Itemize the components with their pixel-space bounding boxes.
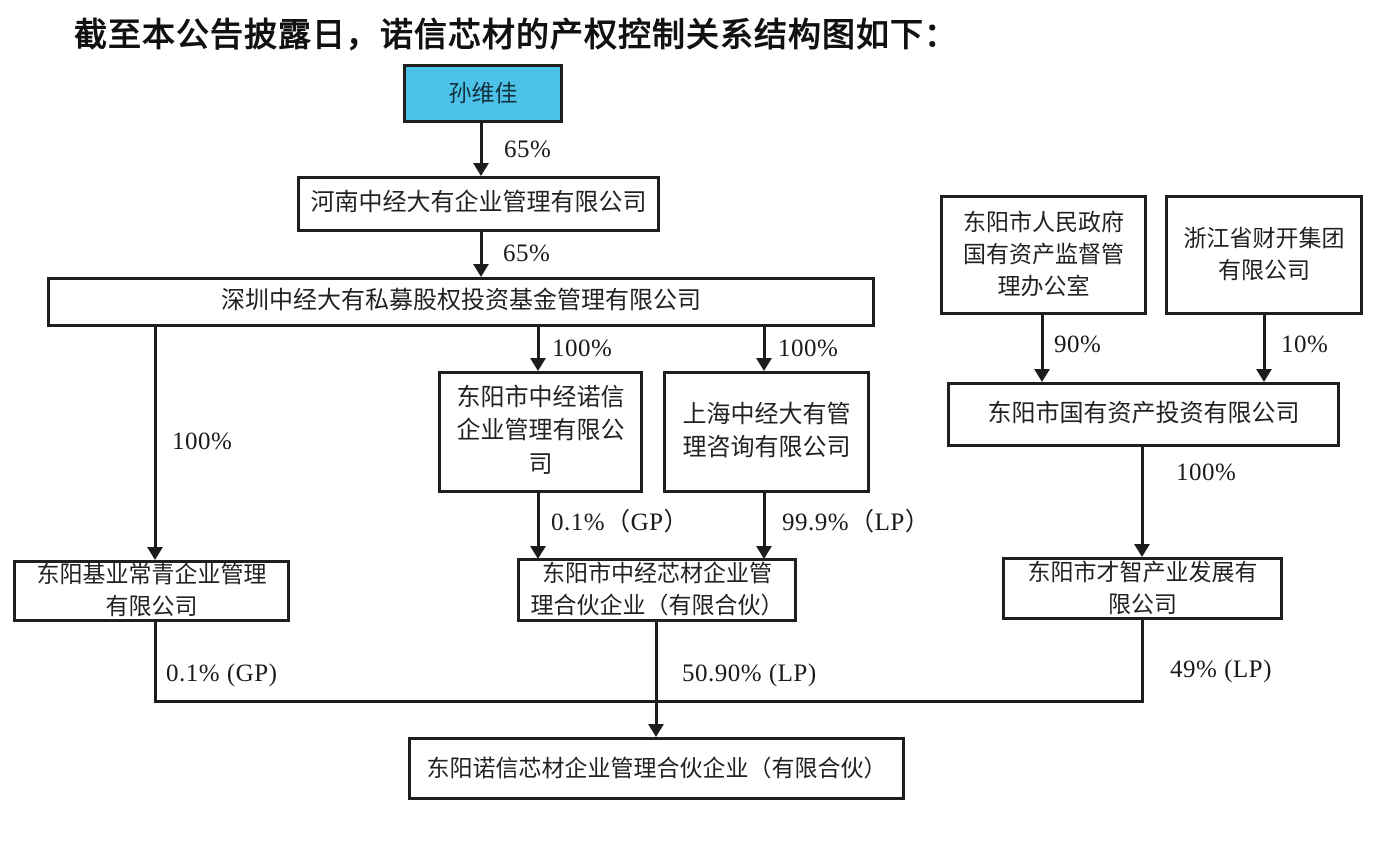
edge-label-shenzhen-shanghai: 100% xyxy=(778,335,839,362)
edge-label-shenzhen-nuoxin: 100% xyxy=(552,335,613,362)
connector-caizhi-bus xyxy=(1141,620,1144,702)
edge-label-jiye-bottom: 0.1% (GP) xyxy=(166,660,278,687)
arrowhead-caikai-guoyou xyxy=(1256,369,1272,382)
arrowhead-sun-henan xyxy=(473,163,489,176)
arrowhead-nuoxin-xincai xyxy=(530,546,546,559)
edge-label-shenzhen-jiye: 100% xyxy=(172,428,233,455)
page-title: 截至本公告披露日，诺信芯材的产权控制关系结构图如下： xyxy=(74,18,958,54)
arrowhead-bus-nuoxin-partnership xyxy=(648,724,664,737)
node-shenzhen-zhongjing: 深圳中经大有私募股权投资基金管理有限公司 xyxy=(47,277,875,327)
node-nuoxin-partnership: 东阳诺信芯材企业管理合伙企业（有限合伙） xyxy=(408,737,905,800)
connector-guoyou-caizhi xyxy=(1141,447,1144,545)
node-guoyou-invest: 东阳市国有资产投资有限公司 xyxy=(947,382,1340,447)
node-henan-zhongjing: 河南中经大有企业管理有限公司 xyxy=(297,176,660,232)
connector-shenzhen-nuoxin xyxy=(537,327,540,359)
arrowhead-guoyou-caizhi xyxy=(1134,544,1150,557)
edge-label-sasac-guoyou: 90% xyxy=(1054,331,1102,358)
edge-label-caikai-guoyou: 10% xyxy=(1281,331,1329,358)
connector-xincai-bus xyxy=(655,622,658,702)
connector-shenzhen-shanghai xyxy=(763,327,766,359)
arrowhead-shenzhen-nuoxin xyxy=(530,358,546,371)
arrowhead-henan-shenzhen xyxy=(473,264,489,277)
arrowhead-shenzhen-jiye xyxy=(147,547,163,560)
connector-sun-henan xyxy=(480,123,483,164)
edge-label-xincai-bottom: 50.90% (LP) xyxy=(682,660,817,687)
edge-label-nuoxin-xincai: 0.1%（GP） xyxy=(551,509,690,536)
connector-caikai-guoyou xyxy=(1263,315,1266,370)
node-jiye-changqing: 东阳基业常青企业管理 有限公司 xyxy=(13,560,290,622)
node-sun-weijia: 孙维佳 xyxy=(403,64,563,123)
connector-nuoxin-xincai xyxy=(537,493,540,547)
arrowhead-sasac-guoyou xyxy=(1034,369,1050,382)
node-zhejiang-caikai: 浙江省财开集团 有限公司 xyxy=(1165,195,1363,315)
arrowhead-shanghai-xincai xyxy=(756,546,772,559)
edge-label-shanghai-xincai: 99.9%（LP） xyxy=(782,509,931,536)
connector-jiye-bus xyxy=(154,622,157,702)
node-nuoxin-mgmt: 东阳市中经诺信 企业管理有限公 司 xyxy=(438,371,643,493)
node-xincai-partnership: 东阳市中经芯材企业管 理合伙企业（有限合伙） xyxy=(517,558,797,622)
node-caizhi-industry: 东阳市才智产业发展有 限公司 xyxy=(1002,557,1283,620)
connector-bus-nuoxin-partnership xyxy=(655,700,658,725)
arrowhead-shenzhen-shanghai xyxy=(756,358,772,371)
connector-henan-shenzhen xyxy=(480,232,483,265)
connector-shenzhen-jiye xyxy=(154,327,157,548)
connector-bottom-rail xyxy=(154,700,1144,703)
edge-label-caizhi-bottom: 49% (LP) xyxy=(1170,656,1272,683)
edge-label-sun-henan: 65% xyxy=(504,136,552,163)
node-dongyang-sasac: 东阳市人民政府 国有资产监督管 理办公室 xyxy=(940,195,1147,315)
connector-sasac-guoyou xyxy=(1041,315,1044,370)
connector-shanghai-xincai xyxy=(763,493,766,547)
edge-label-henan-shenzhen: 65% xyxy=(503,240,551,267)
node-shanghai-zhongjing: 上海中经大有管 理咨询有限公司 xyxy=(663,371,870,493)
edge-label-guoyou-caizhi: 100% xyxy=(1176,459,1237,486)
